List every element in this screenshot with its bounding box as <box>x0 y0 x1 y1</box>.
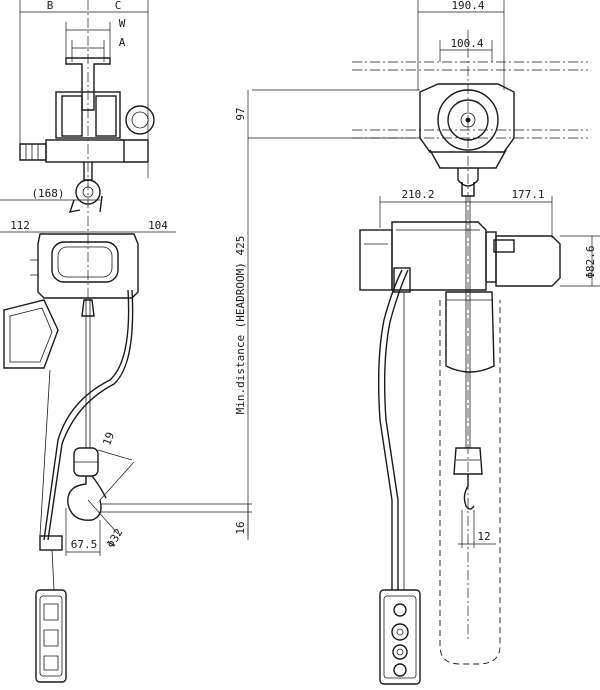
dim-a-label: A <box>119 36 126 49</box>
side-view: B C W A (168) 112 104 <box>0 0 176 683</box>
headroom-dimension: 97 Min.distance (HEADROOM) 425 16 <box>100 89 420 540</box>
dim-motor-dia-label: Φ82.6 <box>584 245 597 278</box>
dim-left-body-label: 112 <box>10 219 30 232</box>
dim-body-right-label: 177.1 <box>511 188 544 201</box>
dim-c-label: C <box>115 0 122 12</box>
dim-bottom-label: 16 <box>234 521 247 534</box>
front-view: 190.4 100.4 210.2 177.1 <box>352 0 600 685</box>
dim-w-label: W <box>119 17 126 30</box>
headroom-label: Min.distance (HEADROOM) 425 <box>234 236 247 415</box>
dim-hook-reach-label: (168) <box>31 187 64 200</box>
dim-top-label: 97 <box>234 107 247 120</box>
dim-chain-offset-label: 12 <box>477 530 490 543</box>
dim-trolley-inner-label: 100.4 <box>450 37 483 50</box>
dim-hook-dia-label: Φ32 <box>104 526 125 550</box>
dim-body-left-label: 210.2 <box>401 188 434 201</box>
dim-b-label: B <box>47 0 54 12</box>
dim-trolley-width-label: 190.4 <box>451 0 484 12</box>
dim-hook-bottom-label: 67.5 <box>71 538 98 551</box>
dim-right-body-label: 104 <box>148 219 168 232</box>
dim-hook-throat-label: 19 <box>100 430 117 447</box>
